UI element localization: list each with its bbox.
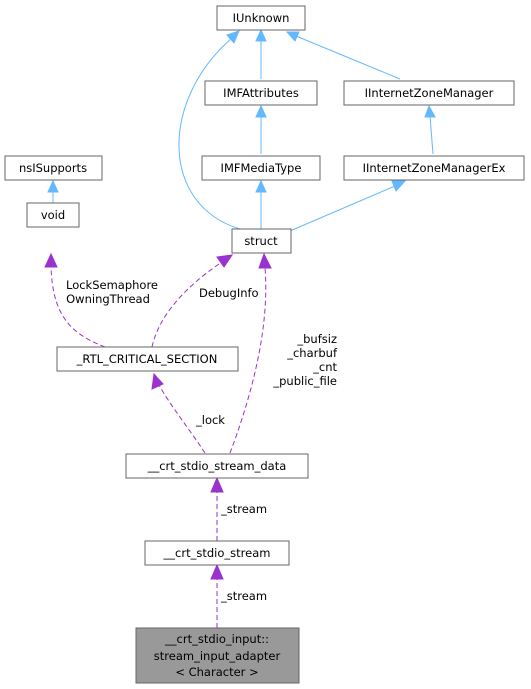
node-label: void bbox=[41, 208, 65, 222]
node-label: IUnknown bbox=[233, 11, 290, 25]
edge-label-stream-1: _stream bbox=[220, 502, 267, 516]
edge-label-bufsiz: _bufsiz bbox=[296, 332, 337, 346]
arrowhead-use bbox=[210, 563, 224, 580]
node-label: _RTL_CRITICAL_SECTION bbox=[76, 352, 218, 366]
edge-labels: LockSemaphore OwningThread DebugInfo _bu… bbox=[66, 278, 338, 603]
arrowhead-inherit bbox=[285, 31, 300, 42]
arrowhead-use bbox=[216, 254, 234, 268]
arrowhead-use bbox=[44, 252, 58, 268]
edge-label-lock-semaphore: LockSemaphore bbox=[66, 278, 158, 292]
edge-label-cnt: _cnt bbox=[312, 360, 337, 374]
node-label: nsISupports bbox=[19, 161, 87, 175]
arrowhead-inherit bbox=[255, 179, 267, 193]
node-iinternetzonemanager[interactable]: IInternetZoneManager bbox=[343, 80, 515, 106]
node-label-line-2: stream_input_adapter bbox=[154, 649, 281, 663]
edge-label-debug-info: DebugInfo bbox=[199, 286, 259, 300]
edge-streamdata-to-struct bbox=[229, 267, 267, 454]
node-imfmediatype[interactable]: IMFMediaType bbox=[201, 155, 321, 181]
node-iinternetzonemanagerex[interactable]: IInternetZoneManagerEx bbox=[343, 155, 525, 181]
edge-struct-to-iunknown bbox=[178, 37, 241, 230]
node-rtl-critical-section[interactable]: _RTL_CRITICAL_SECTION bbox=[56, 346, 239, 372]
node-label: IInternetZoneManager bbox=[365, 86, 494, 100]
node-nsisupports[interactable]: nsISupports bbox=[4, 155, 103, 181]
node-label: IInternetZoneManagerEx bbox=[363, 161, 506, 175]
edge-iinternetzonemanager-to-iunknown bbox=[295, 35, 401, 80]
node-imfattributes[interactable]: IMFAttributes bbox=[204, 80, 318, 106]
edge-label-stream-2: _stream bbox=[220, 589, 267, 603]
edge-label-owning-thread: OwningThread bbox=[66, 292, 150, 306]
node-label-line-3: < Character > bbox=[175, 665, 258, 679]
node-label-line-1: __crt_stdio_input:: bbox=[164, 632, 269, 646]
edge-iinternetzonemanagerex-to-iinternetzonemanager bbox=[429, 115, 434, 155]
node-crt-stdio-stream-data[interactable]: __crt_stdio_stream_data bbox=[125, 453, 309, 479]
arrowhead-inherit bbox=[424, 104, 436, 118]
arrowhead-inherit bbox=[47, 179, 59, 193]
node-crt-stdio-stream[interactable]: __crt_stdio_stream bbox=[144, 540, 290, 566]
edge-rtl-to-void bbox=[50, 264, 106, 348]
edge-rtl-to-struct bbox=[151, 261, 223, 348]
edge-struct-to-iinternetzonemanagerex bbox=[289, 185, 396, 232]
node-iunknown[interactable]: IUnknown bbox=[216, 5, 306, 31]
node-struct[interactable]: struct bbox=[231, 228, 292, 254]
arrowhead-inherit bbox=[226, 30, 240, 44]
arrowhead-use bbox=[258, 252, 272, 269]
arrowhead-use bbox=[151, 372, 164, 390]
arrowhead-inherit bbox=[255, 28, 267, 42]
edge-label-lock: _lock bbox=[195, 413, 225, 427]
node-label: IMFMediaType bbox=[221, 161, 302, 175]
node-label: struct bbox=[244, 234, 278, 248]
node-label: __crt_stdio_stream bbox=[163, 546, 271, 560]
node-void[interactable]: void bbox=[26, 202, 80, 228]
node-crt-stdio-input-stream-input-adapter[interactable]: __crt_stdio_input:: stream_input_adapter… bbox=[135, 627, 300, 684]
edges bbox=[44, 28, 436, 628]
node-label: __crt_stdio_stream_data bbox=[147, 459, 287, 473]
node-label: IMFAttributes bbox=[223, 86, 299, 100]
arrowhead-inherit bbox=[391, 180, 407, 192]
edge-label-public-file: _public_file bbox=[272, 374, 337, 388]
edge-label-charbuf: _charbuf bbox=[286, 346, 338, 360]
edge-streamdata-to-rtl bbox=[158, 384, 206, 454]
arrowhead-inherit bbox=[255, 104, 267, 118]
arrowhead-use bbox=[210, 476, 224, 493]
